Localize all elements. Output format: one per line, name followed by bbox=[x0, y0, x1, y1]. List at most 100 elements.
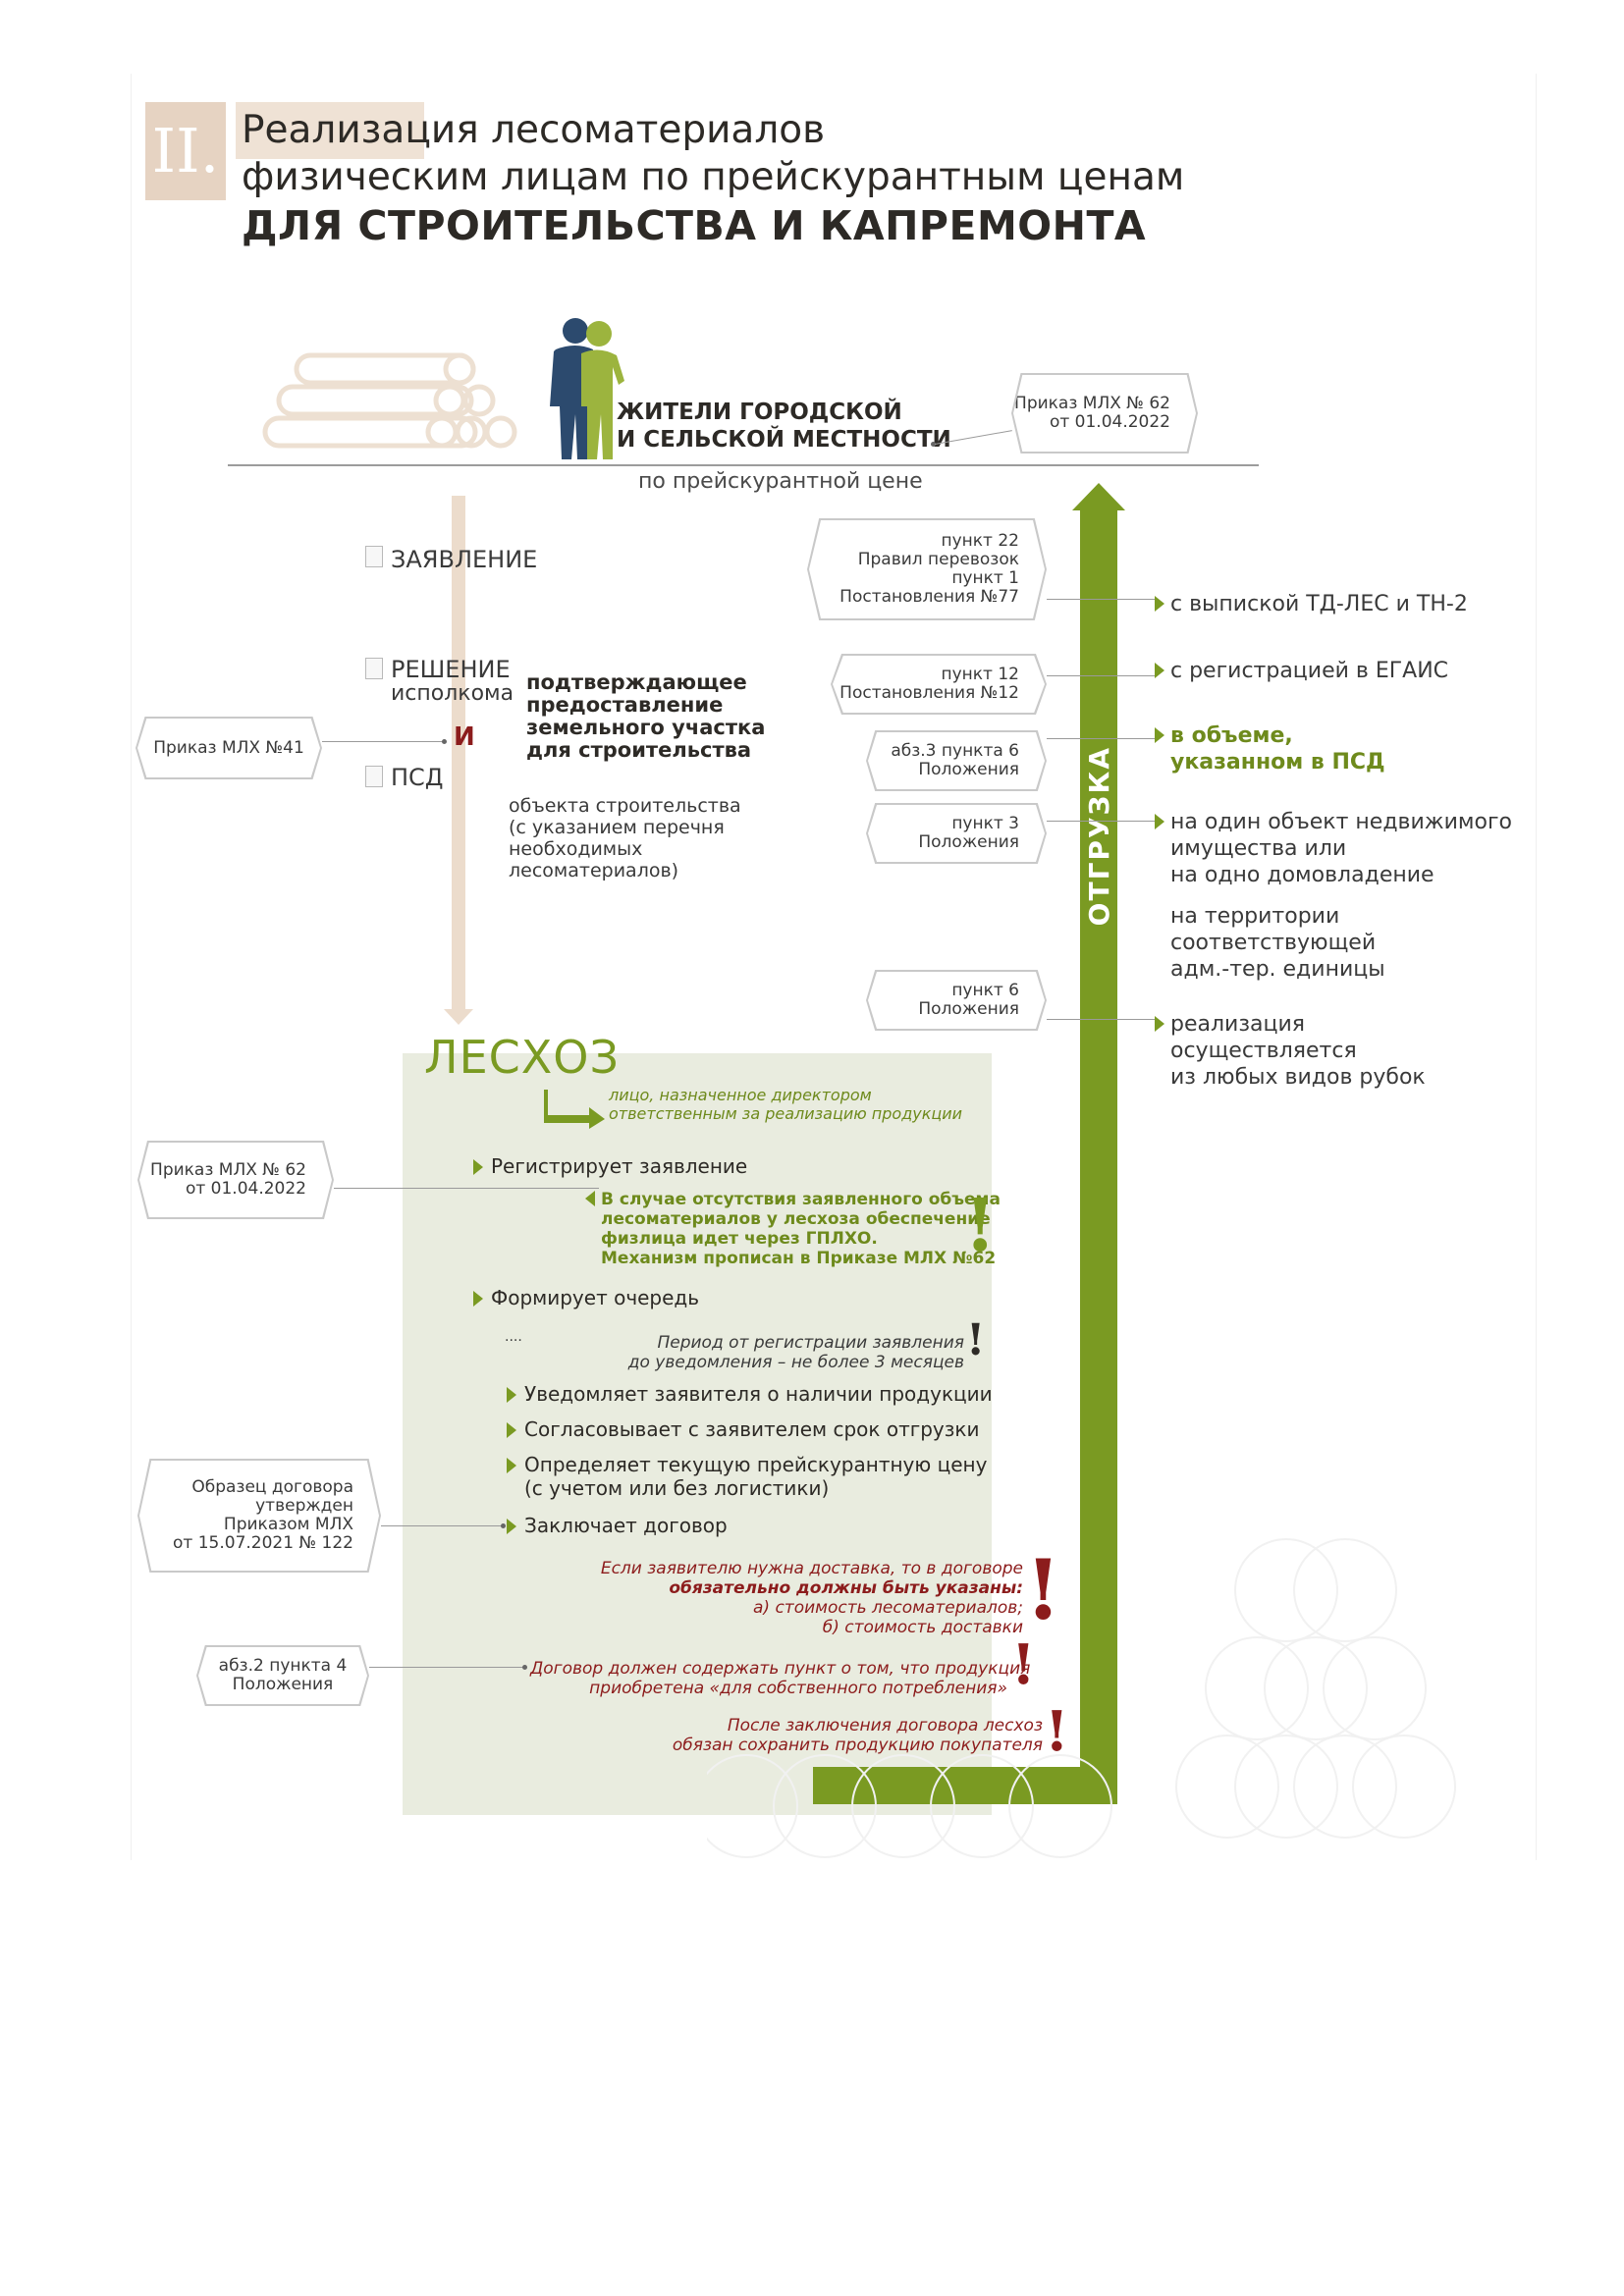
people-icon bbox=[550, 318, 624, 459]
step-queue: Формирует очередь bbox=[473, 1286, 699, 1309]
step-register: Регистрирует заявление bbox=[473, 1154, 747, 1178]
flow-arrow-down bbox=[444, 1009, 473, 1025]
bullet-icon bbox=[1155, 727, 1164, 743]
residents-line-2: И СЕЛЬСКОЙ МЕСТНОСТИ bbox=[617, 427, 951, 453]
object-line-4: лесоматериалов) bbox=[509, 860, 679, 881]
confirm-note: подтверждающее предоставление земельного… bbox=[526, 671, 765, 762]
connector-line bbox=[334, 1188, 599, 1189]
logs-decoration-icon bbox=[707, 1538, 1456, 1858]
condition-egais: с регистрацией в ЕГАИС bbox=[1155, 658, 1448, 684]
connector-line bbox=[1047, 599, 1157, 600]
bullet-icon bbox=[507, 1458, 516, 1473]
note-gplho: В случае отсутствия заявленного объема л… bbox=[585, 1190, 1001, 1268]
section-number-box bbox=[145, 102, 226, 200]
step-agree: Согласовывает с заявителем срок отгрузки bbox=[507, 1417, 979, 1441]
section-number: II. bbox=[151, 115, 220, 187]
condition-any-cutting: реализация осуществляется из любых видов… bbox=[1155, 1011, 1426, 1091]
shipment-label: ОТГРУЗКА bbox=[1083, 746, 1115, 927]
appointed-line-2: ответственным за реализацию продукции bbox=[609, 1104, 963, 1123]
object-line-1: объекта строительства bbox=[509, 795, 741, 817]
decision-sublabel: исполкома bbox=[391, 681, 514, 706]
appointed-person-note: лицо, назначенное директором ответственн… bbox=[609, 1086, 962, 1123]
condition-td-les: с выпиской ТД-ЛЕС и ТН-2 bbox=[1155, 591, 1468, 617]
note-own-use: Договор должен содержать пункт о том, чт… bbox=[530, 1659, 1031, 1698]
residents-label: ЖИТЕЛИ ГОРОДСКОЙ И СЕЛЬСКОЙ МЕСТНОСТИ bbox=[617, 399, 951, 454]
step-notify: Уведомляет заявителя о наличии продукции bbox=[507, 1382, 993, 1406]
object-line-3: необходимых bbox=[509, 838, 643, 860]
and-label: И bbox=[454, 722, 475, 752]
application-label: ЗАЯВЛЕНИЕ bbox=[391, 546, 538, 573]
appointed-line-1: лицо, назначенное директором bbox=[609, 1086, 872, 1104]
connector-dot bbox=[522, 1665, 527, 1670]
confirm-line-4: для строительства bbox=[526, 738, 752, 762]
bullet-icon bbox=[507, 1519, 516, 1534]
ref-p6: пункт 6 Положения bbox=[866, 970, 1047, 1031]
connector-line bbox=[322, 741, 446, 742]
title-highlight bbox=[236, 102, 424, 159]
connector-line bbox=[1047, 821, 1157, 822]
bullet-icon bbox=[1155, 1016, 1164, 1032]
decision-label: РЕШЕНИЕ bbox=[391, 656, 511, 683]
warning-icon: ! bbox=[1045, 1699, 1069, 1764]
connector-line bbox=[381, 1525, 505, 1526]
bullet-icon bbox=[585, 1191, 595, 1206]
page-frame bbox=[131, 74, 1537, 1860]
connector-line bbox=[1047, 738, 1157, 739]
title-line-3: ДЛЯ СТРОИТЕЛЬСТВА И КАПРЕМОНТА bbox=[242, 202, 1147, 249]
title-line-2: физическим лицам по прейскурантным ценам bbox=[242, 155, 1185, 199]
ref-prikaz-62-lesxoz: Приказ МЛХ № 62 от 01.04.2022 bbox=[137, 1141, 334, 1219]
document-icon bbox=[365, 658, 383, 679]
connector-dot bbox=[501, 1523, 506, 1528]
bullet-icon bbox=[473, 1291, 483, 1307]
warning-icon: ! bbox=[1011, 1632, 1036, 1697]
step-contract: Заключает договор bbox=[507, 1514, 728, 1537]
residents-line-1: ЖИТЕЛИ ГОРОДСКОЙ bbox=[617, 400, 902, 425]
bullet-icon bbox=[507, 1387, 516, 1403]
condition-one-object: на один объект недвижимого имущества или… bbox=[1155, 809, 1512, 888]
confirm-line-2: предоставление bbox=[526, 693, 724, 717]
bullet-icon bbox=[473, 1159, 483, 1175]
connector-line bbox=[1047, 675, 1157, 676]
shipment-bar-vertical bbox=[1080, 508, 1117, 1789]
step-price: Определяет текущую прейскурантную цену bbox=[507, 1453, 987, 1476]
bullet-icon bbox=[1155, 596, 1164, 612]
warning-icon: ! bbox=[1025, 1541, 1061, 1638]
connector-line bbox=[1047, 1019, 1157, 1020]
ref-prikaz-122: Образец договора утвержден Приказом МЛХ … bbox=[137, 1459, 381, 1573]
flow-bar bbox=[452, 496, 465, 1011]
price-note: по прейскурантной цене bbox=[638, 469, 923, 494]
ref-prikaz-62-top: Приказ МЛХ № 62 от 01.04.2022 bbox=[1011, 373, 1198, 454]
ellipsis: .... bbox=[505, 1329, 522, 1345]
confirm-line-1: подтверждающее bbox=[526, 670, 747, 694]
warning-icon: ! bbox=[964, 1184, 997, 1268]
logs-pile-icon bbox=[262, 352, 517, 449]
bullet-icon bbox=[507, 1422, 516, 1438]
shipment-arrow-up bbox=[1072, 483, 1125, 510]
condition-psd-volume: в объеме, указанном в ПСД bbox=[1155, 722, 1385, 775]
connector-dot bbox=[442, 739, 447, 744]
ref-abz2-p4: абз.2 пункта 4 Положения bbox=[196, 1645, 369, 1706]
ref-p3: пункт 3 Положения bbox=[866, 803, 1047, 864]
step-price-sub: (с учетом или без логистики) bbox=[524, 1476, 830, 1500]
document-icon bbox=[365, 766, 383, 787]
warning-icon: ! bbox=[966, 1315, 986, 1365]
title-line-1: Реализация лесоматериалов bbox=[242, 108, 826, 152]
residents-divider bbox=[228, 464, 1259, 466]
document-icon bbox=[365, 546, 383, 567]
note-keep-product: После заключения договора лесхоз обязан … bbox=[672, 1716, 1043, 1755]
condition-territory: на территории соответствующей адм.-тер. … bbox=[1170, 904, 1385, 982]
ref-p12: пункт 12 Постановления №12 bbox=[831, 654, 1047, 715]
ref-prikaz-41: Приказ МЛХ №41 bbox=[135, 717, 322, 779]
connector-dot bbox=[931, 442, 936, 447]
note-delivery: Если заявителю нужна доставка, то в дого… bbox=[600, 1559, 1023, 1637]
lesxoz-panel bbox=[403, 1053, 992, 1815]
psd-label: ПСД bbox=[391, 764, 444, 791]
bullet-icon bbox=[1155, 663, 1164, 678]
note-period: Период от регистрации заявления до уведо… bbox=[627, 1333, 964, 1372]
lesxoz-title: ЛЕСХОЗ bbox=[424, 1031, 620, 1084]
arrow-right-icon bbox=[544, 1090, 605, 1129]
bullet-icon bbox=[1155, 814, 1164, 829]
ref-abz3-p6: абз.3 пункта 6 Положения bbox=[866, 730, 1047, 791]
object-line-2: (с указанием перечня bbox=[509, 817, 725, 838]
ref-p22-p1: пункт 22 Правил перевозок пункт 1 Постан… bbox=[807, 518, 1047, 620]
